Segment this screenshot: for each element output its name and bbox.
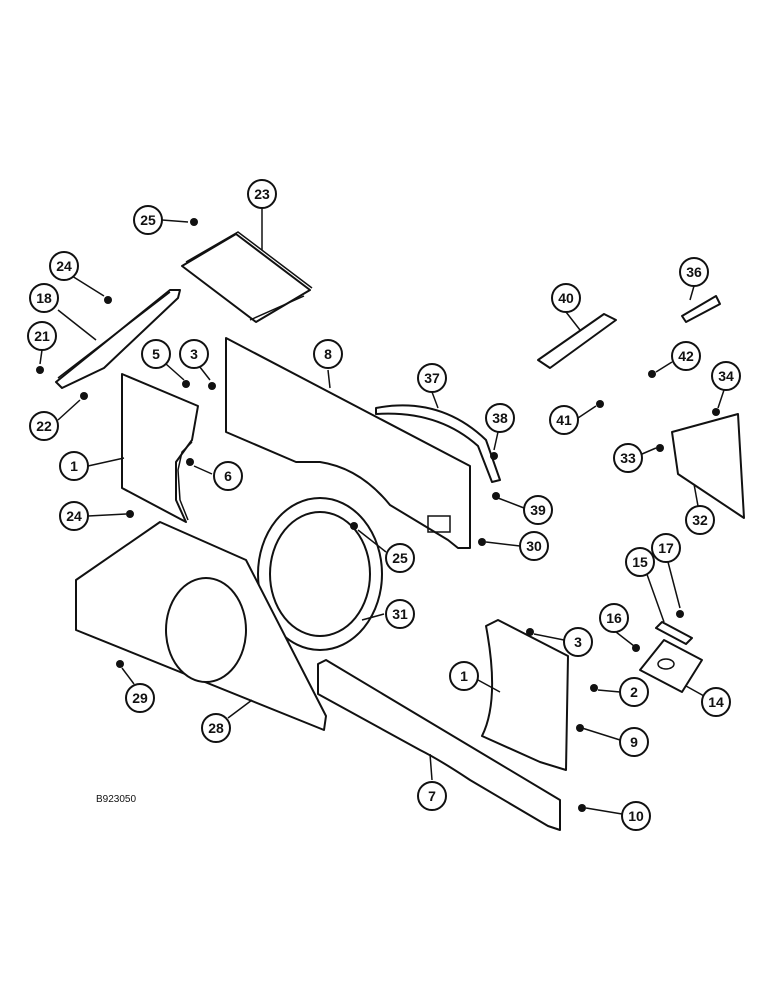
part-18-strip [55, 289, 181, 389]
part-1-upper-plate [121, 373, 199, 523]
svg-text:24: 24 [56, 258, 72, 274]
svg-text:3: 3 [574, 634, 582, 650]
svg-text:25: 25 [140, 212, 156, 228]
callout-29: 29 [125, 683, 155, 713]
callout-21: 21 [27, 321, 57, 351]
callout-41: 41 [549, 405, 579, 435]
callout-2: 2 [619, 677, 649, 707]
svg-text:18: 18 [36, 290, 52, 306]
callout-9: 9 [619, 727, 649, 757]
part-1-lower-plate [481, 619, 569, 771]
leader-lines [39, 208, 725, 815]
callout-5: 5 [141, 339, 171, 369]
svg-text:3: 3 [190, 346, 198, 362]
callout-24-top: 24 [49, 251, 79, 281]
svg-text:2: 2 [630, 684, 638, 700]
callout-24-mid: 24 [59, 501, 89, 531]
svg-text:36: 36 [686, 264, 702, 280]
callout-36: 36 [679, 257, 709, 287]
callout-3-top: 3 [179, 339, 209, 369]
part-14-plate [639, 639, 703, 693]
callout-8: 8 [313, 339, 343, 369]
svg-text:24: 24 [66, 508, 82, 524]
part-37-arc-strip [375, 404, 501, 483]
diagram-code: B923050 [96, 794, 136, 805]
part-15-strip [655, 621, 693, 645]
callout-16: 16 [599, 603, 629, 633]
part-28-plate [75, 521, 327, 731]
svg-text:1: 1 [460, 668, 468, 684]
svg-text:32: 32 [692, 512, 708, 528]
svg-text:10: 10 [628, 808, 644, 824]
svg-text:25: 25 [392, 550, 408, 566]
callout-25-top: 25 [133, 205, 163, 235]
svg-text:15: 15 [632, 554, 648, 570]
callout-42: 42 [671, 341, 701, 371]
svg-text:1: 1 [70, 458, 78, 474]
part-32-bracket [671, 413, 745, 519]
svg-text:34: 34 [718, 368, 734, 384]
callout-25-mid: 25 [385, 543, 415, 573]
svg-text:29: 29 [132, 690, 148, 706]
svg-text:33: 33 [620, 450, 636, 466]
part-40-bar [537, 313, 617, 369]
callout-23: 23 [247, 179, 277, 209]
part-31-ring [257, 497, 383, 651]
part-8-panel [225, 337, 471, 549]
svg-text:40: 40 [558, 290, 574, 306]
callout-10: 10 [621, 801, 651, 831]
callout-28: 28 [201, 713, 231, 743]
callout-22: 22 [29, 411, 59, 441]
callout-6: 6 [213, 461, 243, 491]
callout-14: 14 [701, 687, 731, 717]
svg-text:39: 39 [530, 502, 546, 518]
svg-text:22: 22 [36, 418, 52, 434]
svg-text:21: 21 [34, 328, 50, 344]
svg-text:31: 31 [392, 606, 408, 622]
callout-37: 37 [417, 363, 447, 393]
hardware-dots [36, 218, 720, 812]
svg-text:37: 37 [424, 370, 440, 386]
callout-18: 18 [29, 283, 59, 313]
svg-text:7: 7 [428, 788, 436, 804]
callout-32: 32 [685, 505, 715, 535]
callout-15: 15 [625, 547, 655, 577]
callout-1-upper: 1 [59, 451, 89, 481]
part-7-strip [317, 659, 561, 831]
svg-text:5: 5 [152, 346, 160, 362]
callout-30: 30 [519, 531, 549, 561]
svg-text:16: 16 [606, 610, 622, 626]
svg-text:30: 30 [526, 538, 542, 554]
callout-17: 17 [651, 533, 681, 563]
svg-text:9: 9 [630, 734, 638, 750]
callout-38: 38 [485, 403, 515, 433]
callout-33: 33 [613, 443, 643, 473]
svg-text:6: 6 [224, 468, 232, 484]
callout-39: 39 [523, 495, 553, 525]
svg-text:14: 14 [708, 694, 724, 710]
callout-31: 31 [385, 599, 415, 629]
part-23-tray [181, 231, 313, 323]
part-36-pin [681, 295, 721, 323]
callout-34: 34 [711, 361, 741, 391]
callout-7: 7 [417, 781, 447, 811]
callout-1-lower: 1 [449, 661, 479, 691]
svg-text:17: 17 [658, 540, 674, 556]
callout-3-lower: 3 [563, 627, 593, 657]
svg-text:28: 28 [208, 720, 224, 736]
callout-40: 40 [551, 283, 581, 313]
svg-text:23: 23 [254, 186, 270, 202]
svg-text:41: 41 [556, 412, 572, 428]
svg-text:42: 42 [678, 348, 694, 364]
svg-text:8: 8 [324, 346, 332, 362]
svg-text:38: 38 [492, 410, 508, 426]
